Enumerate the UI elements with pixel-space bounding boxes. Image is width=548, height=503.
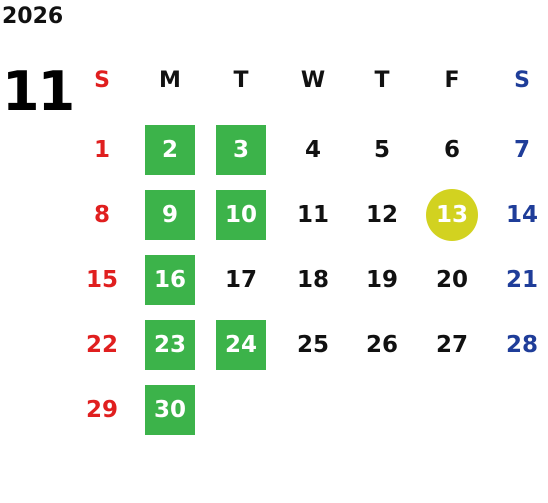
weekday-header: W bbox=[300, 67, 326, 93]
day-cell[interactable]: 30 bbox=[145, 385, 195, 435]
weekday-header: M bbox=[159, 67, 181, 93]
day-cell[interactable]: 24 bbox=[216, 320, 266, 370]
day-cell[interactable]: 19 bbox=[365, 267, 398, 293]
day-cell[interactable]: 3 bbox=[216, 125, 266, 175]
day-cell[interactable]: 6 bbox=[443, 137, 460, 163]
day-cell[interactable]: 11 bbox=[296, 202, 329, 228]
day-cell[interactable]: 7 bbox=[513, 137, 530, 163]
day-cell[interactable]: 20 bbox=[435, 267, 468, 293]
day-cell[interactable]: 12 bbox=[365, 202, 398, 228]
day-cell[interactable]: 16 bbox=[145, 255, 195, 305]
day-cell[interactable]: 10 bbox=[216, 190, 266, 240]
today-day-cell[interactable]: 13 bbox=[426, 189, 478, 241]
month-label: 11 bbox=[2, 60, 75, 123]
year-label: 2026 bbox=[2, 4, 64, 29]
day-cell[interactable]: 8 bbox=[93, 202, 110, 228]
day-cell[interactable]: 9 bbox=[145, 190, 195, 240]
day-cell[interactable]: 26 bbox=[365, 332, 398, 358]
weekday-header: S bbox=[94, 67, 110, 93]
day-cell[interactable]: 22 bbox=[85, 332, 118, 358]
day-cell[interactable]: 15 bbox=[85, 267, 118, 293]
day-cell[interactable]: 14 bbox=[505, 202, 538, 228]
day-cell[interactable]: 27 bbox=[435, 332, 468, 358]
day-cell[interactable]: 28 bbox=[505, 332, 538, 358]
day-cell[interactable]: 18 bbox=[296, 267, 329, 293]
day-cell[interactable]: 21 bbox=[505, 267, 538, 293]
weekday-header: F bbox=[444, 67, 460, 93]
weekday-header: S bbox=[514, 67, 530, 93]
day-cell[interactable]: 4 bbox=[304, 137, 321, 163]
day-cell[interactable]: 23 bbox=[145, 320, 195, 370]
day-cell[interactable]: 5 bbox=[373, 137, 390, 163]
day-cell[interactable]: 29 bbox=[85, 397, 118, 423]
day-cell[interactable]: 2 bbox=[145, 125, 195, 175]
day-cell[interactable]: 1 bbox=[93, 137, 110, 163]
weekday-header: T bbox=[374, 67, 390, 93]
day-cell[interactable]: 25 bbox=[296, 332, 329, 358]
weekday-header: T bbox=[233, 67, 249, 93]
day-cell[interactable]: 17 bbox=[224, 267, 257, 293]
